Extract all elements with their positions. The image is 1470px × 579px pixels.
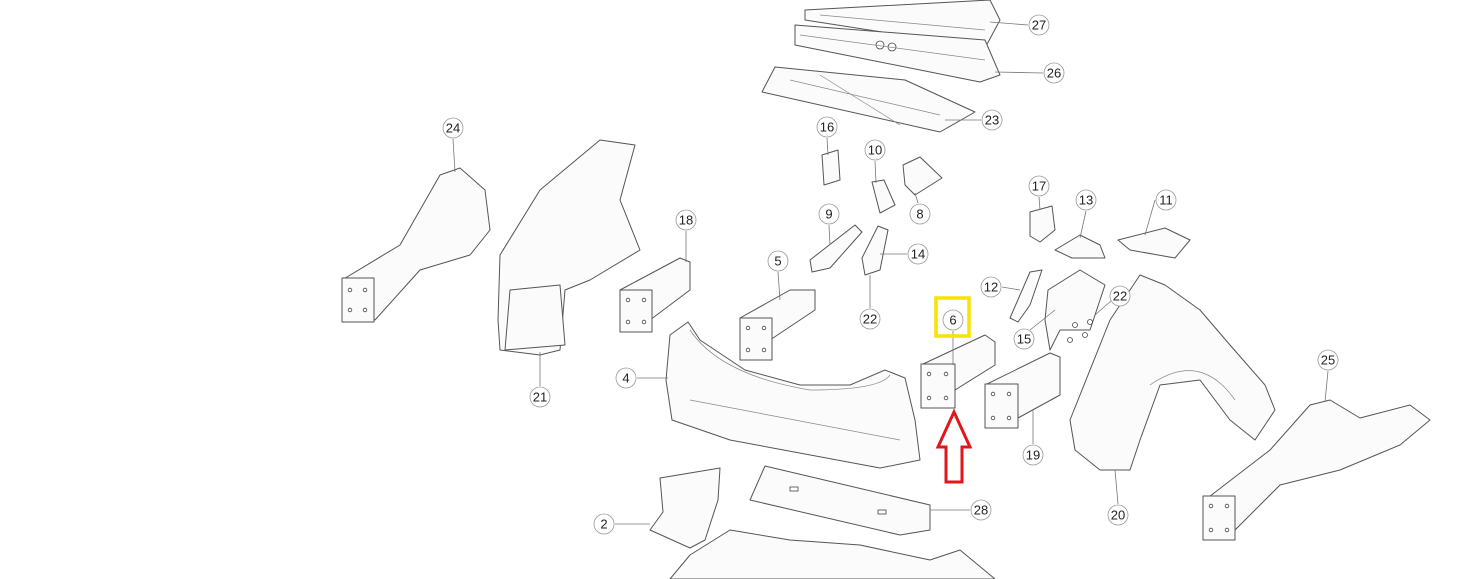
callout-label: 27 — [1032, 18, 1046, 33]
part-14-bracket[interactable] — [861, 225, 889, 276]
callout-23[interactable]: 23 — [981, 109, 1003, 131]
callout-label: 2 — [600, 517, 607, 532]
part-10-bracket[interactable] — [871, 179, 896, 214]
part-19-rail-extension[interactable] — [984, 352, 1061, 429]
callout-13[interactable]: 13 — [1075, 189, 1097, 211]
callout-label: 14 — [911, 247, 925, 262]
callout-label: 18 — [679, 213, 693, 228]
callout-16[interactable]: 16 — [816, 116, 838, 138]
callout-label: 23 — [985, 113, 999, 128]
part-6-rail[interactable] — [920, 334, 996, 409]
callout-22[interactable]: 22 — [859, 308, 881, 330]
callout-label: 22 — [863, 312, 877, 327]
callout-28[interactable]: 28 — [970, 499, 992, 521]
callout-label: 28 — [974, 503, 988, 518]
part-12-bracket[interactable] — [1009, 269, 1043, 323]
part-27-crossmember-top[interactable] — [804, 0, 1001, 49]
part-2-bracket[interactable] — [649, 467, 721, 549]
callout-label: 4 — [622, 371, 629, 386]
callout-label: 6 — [949, 313, 956, 328]
part-11-bracket[interactable] — [1117, 227, 1191, 259]
part-floor-bottom[interactable] — [669, 529, 996, 579]
part-28-crossmember[interactable] — [749, 465, 931, 536]
callout-10[interactable]: 10 — [864, 139, 886, 161]
callout-label: 17 — [1032, 179, 1046, 194]
callout-5[interactable]: 5 — [767, 250, 789, 272]
callout-label: 24 — [446, 121, 460, 136]
callout-22-right[interactable]: 22 — [1109, 285, 1131, 307]
callout-label: 25 — [1321, 353, 1335, 368]
part-8-bracket[interactable] — [902, 156, 943, 196]
part-24-side-rail[interactable] — [341, 167, 491, 323]
callout-label: 22 — [1113, 289, 1127, 304]
part-17-bracket[interactable] — [1029, 205, 1056, 243]
callout-label: 9 — [825, 207, 832, 222]
callout-24[interactable]: 24 — [442, 117, 464, 139]
part-16-bracket[interactable] — [821, 149, 841, 186]
part-23-floor-panel[interactable] — [761, 66, 976, 133]
callout-26[interactable]: 26 — [1043, 62, 1065, 84]
callout-9[interactable]: 9 — [818, 203, 840, 225]
part-20-wheelhouse-right[interactable] — [1069, 274, 1276, 471]
callout-label: 21 — [533, 390, 547, 405]
callout-label: 5 — [774, 254, 781, 269]
part-5-rail[interactable] — [739, 289, 816, 361]
part-13-bracket[interactable] — [1054, 234, 1106, 259]
part-15-bracket[interactable] — [1044, 269, 1106, 351]
highlight-box-part-6 — [934, 296, 971, 338]
part-21-wheelhouse-left[interactable] — [497, 139, 641, 356]
callout-20[interactable]: 20 — [1107, 504, 1129, 526]
callout-25[interactable]: 25 — [1317, 349, 1339, 371]
callout-15[interactable]: 15 — [1013, 328, 1035, 350]
callout-label: 10 — [868, 143, 882, 158]
part-18-rail-extension[interactable] — [619, 257, 691, 333]
callout-6-highlighted[interactable]: 6 — [942, 309, 964, 331]
callout-label: 26 — [1047, 66, 1061, 81]
callout-27[interactable]: 27 — [1028, 14, 1050, 36]
callout-label: 11 — [1159, 193, 1173, 208]
callout-18[interactable]: 18 — [675, 209, 697, 231]
callout-12[interactable]: 12 — [980, 276, 1002, 298]
callout-19[interactable]: 19 — [1022, 444, 1044, 466]
red-arrow-up-icon — [935, 408, 973, 484]
callout-11[interactable]: 11 — [1155, 189, 1177, 211]
callout-14[interactable]: 14 — [907, 243, 929, 265]
callout-17[interactable]: 17 — [1028, 175, 1050, 197]
part-26-crossmember[interactable] — [794, 24, 1001, 83]
part-4-rear-panel[interactable] — [665, 321, 921, 469]
callout-label: 19 — [1026, 448, 1040, 463]
callout-4[interactable]: 4 — [615, 367, 637, 389]
callout-label: 12 — [984, 280, 998, 295]
callout-21[interactable]: 21 — [529, 386, 551, 408]
part-9-bracket[interactable] — [809, 224, 863, 273]
callout-label: 20 — [1111, 508, 1125, 523]
part-25-side-rail[interactable] — [1202, 399, 1431, 541]
callout-label: 15 — [1017, 332, 1031, 347]
callout-label: 16 — [820, 120, 834, 135]
callout-label: 13 — [1079, 193, 1093, 208]
callout-8[interactable]: 8 — [909, 203, 931, 225]
callout-label: 8 — [916, 207, 923, 222]
callout-2[interactable]: 2 — [593, 513, 615, 535]
